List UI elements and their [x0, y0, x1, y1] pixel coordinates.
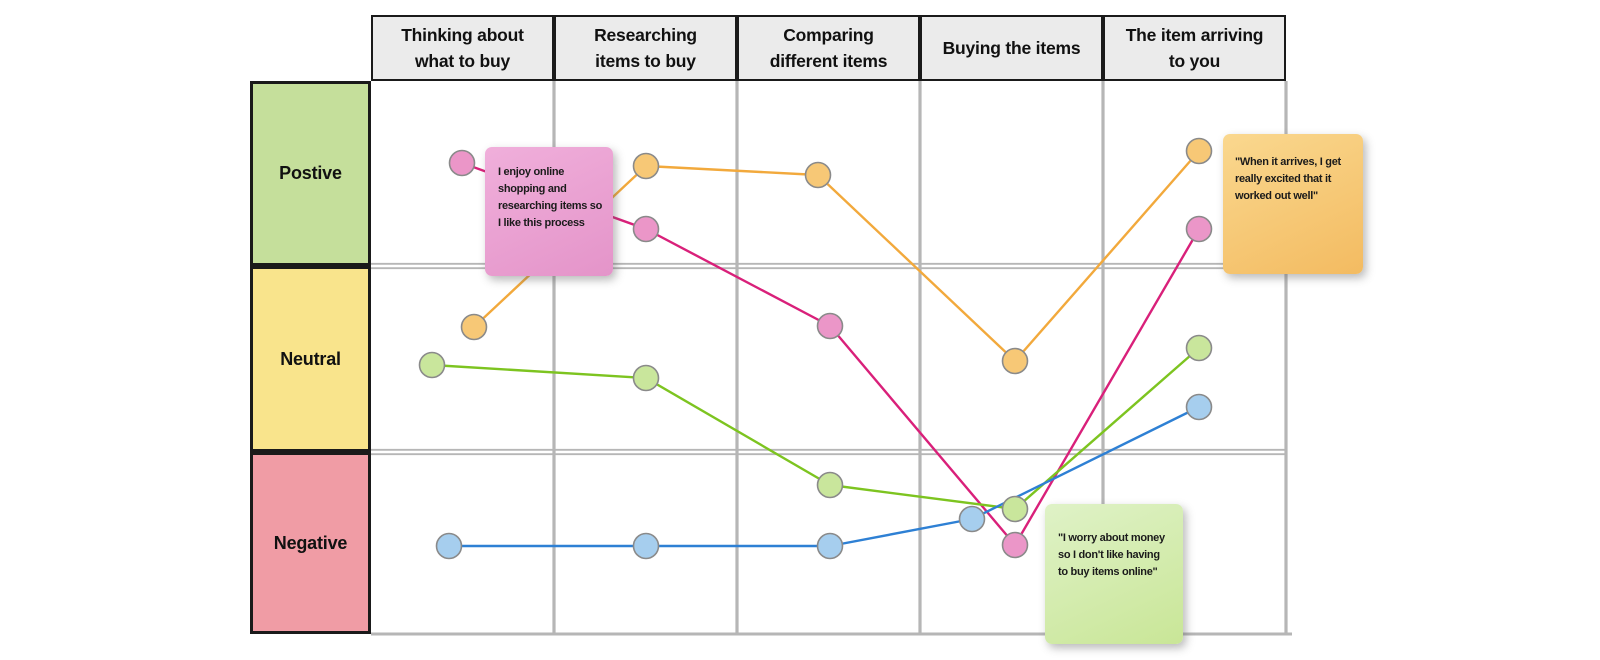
sticky-note-arrival-excited[interactable]: "When it arrives, I get really excited t… — [1223, 134, 1363, 274]
orange-journey-dot[interactable] — [1185, 137, 1213, 165]
pink-journey-dot[interactable] — [448, 149, 476, 177]
green-journey-dot[interactable] — [1185, 334, 1213, 362]
green-journey-dot[interactable] — [1001, 495, 1029, 523]
green-journey-dot[interactable] — [632, 364, 660, 392]
sticky-note-money-worry[interactable]: "I worry about money so I don't like hav… — [1045, 504, 1183, 644]
stage-header-thinking: Thinking about what to buy — [371, 15, 554, 81]
stage-header-researching: Researching items to buy — [554, 15, 737, 81]
stage-header-buying: Buying the items — [920, 15, 1103, 81]
green-journey-dot[interactable] — [816, 471, 844, 499]
blue-journey-dot[interactable] — [816, 532, 844, 560]
stage-header-arriving: The item arriving to you — [1103, 15, 1286, 81]
sticky-note-positive-process[interactable]: I enjoy online shopping and researching … — [485, 147, 613, 276]
orange-journey-dot[interactable] — [632, 152, 660, 180]
orange-journey-dot[interactable] — [460, 313, 488, 341]
sentiment-label-negative: Negative — [250, 452, 371, 634]
blue-journey-dot[interactable] — [435, 532, 463, 560]
blue-journey-dot[interactable] — [1185, 393, 1213, 421]
blue-journey-dot[interactable] — [632, 532, 660, 560]
orange-journey-dot[interactable] — [804, 161, 832, 189]
green-journey-dot[interactable] — [418, 351, 446, 379]
sentiment-label-neutral: Neutral — [250, 266, 371, 452]
stage-header-comparing: Comparing different items — [737, 15, 920, 81]
pink-journey-dot[interactable] — [632, 215, 660, 243]
sentiment-label-positive: Postive — [250, 81, 371, 266]
blue-journey-dot[interactable] — [958, 505, 986, 533]
pink-journey-dot[interactable] — [816, 312, 844, 340]
orange-journey-dot[interactable] — [1001, 347, 1029, 375]
pink-journey-dot[interactable] — [1001, 531, 1029, 559]
pink-journey-dot[interactable] — [1185, 215, 1213, 243]
